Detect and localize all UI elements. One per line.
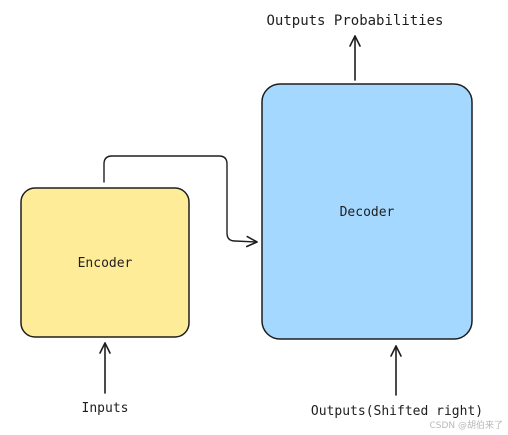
encoder-block: Encoder <box>20 187 190 338</box>
decoder-box <box>261 83 473 340</box>
outputs-probabilities-label: Outputs Probabilities <box>266 13 443 29</box>
outputs-shifted-right-label: Outputs(Shifted right) <box>311 404 483 419</box>
encoder-to-decoder-arrow <box>103 155 258 248</box>
watermark: CSDN @胡伯来了 <box>429 419 503 431</box>
encoder-label: Encoder <box>78 256 133 271</box>
decoder-block: Decoder <box>261 83 473 340</box>
encoder-box <box>20 187 190 338</box>
inputs-label: Inputs <box>82 401 129 416</box>
decoder-label: Decoder <box>340 205 395 220</box>
